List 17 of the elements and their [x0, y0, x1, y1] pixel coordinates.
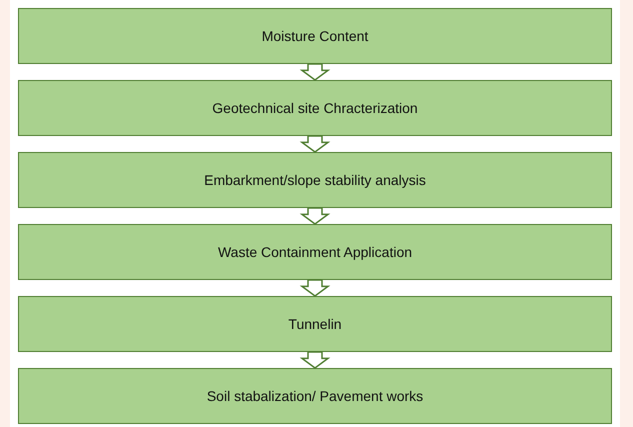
block-arrow [300, 135, 330, 153]
process-box [18, 80, 612, 136]
box-label: Soil stabalization/ Pavement works [206, 388, 424, 404]
box-label: Waste Containment Application [218, 244, 412, 260]
block-arrow [300, 279, 330, 297]
process-box [18, 8, 612, 64]
box-label: Geotechnical site Chracterization [212, 100, 418, 116]
process-box [18, 368, 612, 424]
block-arrow [300, 351, 330, 369]
process-box [18, 296, 612, 352]
process-box [18, 152, 612, 208]
box-label: Tunnelin [288, 316, 342, 332]
box-label: Embarkment/slope stability analysis [204, 172, 426, 188]
box-label: Moisture Content [262, 28, 368, 44]
block-arrow [300, 207, 330, 225]
process-box [18, 224, 612, 280]
block-arrow [300, 63, 330, 81]
